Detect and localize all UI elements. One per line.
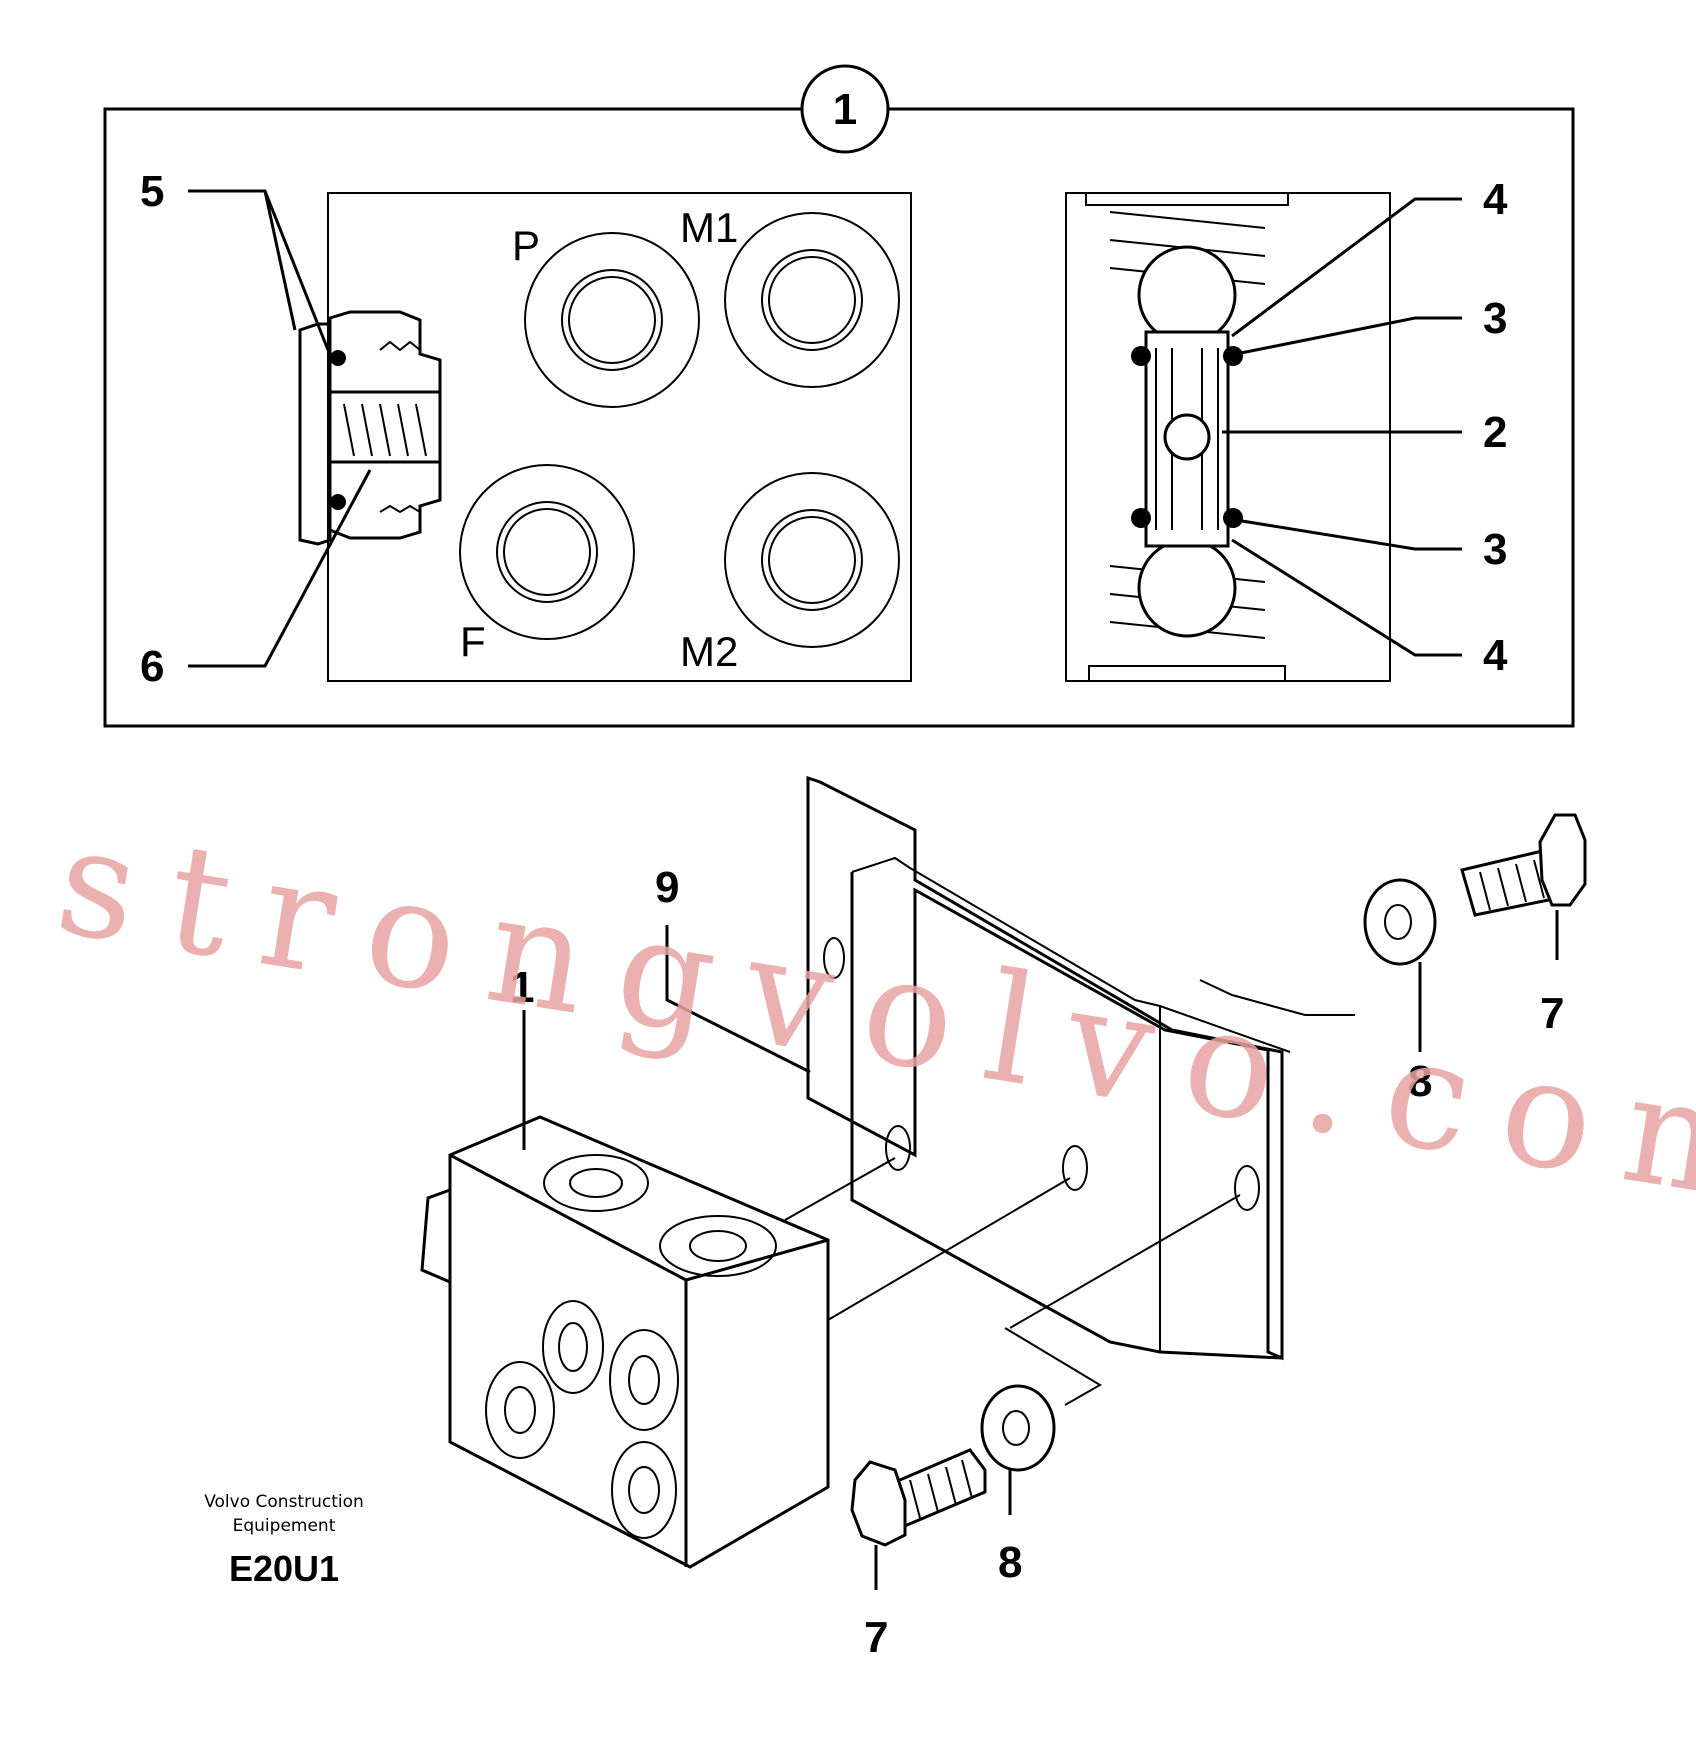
callout-5: 5 <box>140 167 164 216</box>
callout-8-upper: 8 <box>1408 1057 1432 1106</box>
callout-4-lower: 4 <box>1483 631 1508 680</box>
callout-9: 9 <box>655 863 679 912</box>
check-valve-cartridge <box>298 310 442 546</box>
credit-line-2: Equipement <box>233 1516 336 1536</box>
callout-1: 1 <box>510 963 534 1012</box>
port-m2 <box>724 472 900 648</box>
seal-ring-upper-left <box>1131 346 1151 366</box>
shuttle-valve-section <box>1065 192 1391 682</box>
port-label-m2: M2 <box>680 628 738 675</box>
port-p <box>524 232 700 408</box>
callout-3-lower: 3 <box>1483 525 1507 574</box>
port-f <box>459 464 635 640</box>
leader-4-upper <box>1231 197 1462 338</box>
valve-port-face: P M1 F M2 <box>327 192 912 682</box>
figure-code: E20U1 <box>229 1548 339 1589</box>
callout-2: 2 <box>1483 408 1507 457</box>
leader-9 <box>665 925 811 1074</box>
port-label-p: P <box>512 222 540 269</box>
block-top-port-2 <box>659 1215 777 1277</box>
block-side-port-1 <box>542 1300 604 1394</box>
upper-bolt <box>1460 813 1587 917</box>
seal-ring-upper-right <box>1223 346 1243 366</box>
seal-ring-lower-left <box>1131 508 1151 528</box>
seal-ring-lower-right <box>1223 508 1243 528</box>
valve-block <box>420 1115 830 1569</box>
leader-5 <box>188 189 330 351</box>
port-m1 <box>724 212 900 388</box>
shuttle-center-ball <box>1163 413 1211 461</box>
callout-3-upper: 3 <box>1483 294 1507 343</box>
leader-6 <box>188 469 372 668</box>
callout-6: 6 <box>140 642 164 691</box>
bracket-hole-3 <box>1234 1165 1260 1211</box>
callout-7-upper: 7 <box>1540 989 1564 1038</box>
callout-8-lower: 8 <box>998 1538 1022 1587</box>
credit-line-1: Volvo Construction <box>204 1492 364 1512</box>
detail-view: 1 <box>103 64 1575 728</box>
lower-bolt <box>850 1448 987 1547</box>
block-side-port-3 <box>485 1361 555 1459</box>
detail-badge-label: 1 <box>833 85 857 134</box>
bolt-line-3 <box>1009 1194 1241 1329</box>
leader-3-lower <box>1235 518 1462 551</box>
bolt-line-2 <box>827 1177 1071 1321</box>
o-ring-upper <box>330 350 346 366</box>
bracket-hole-top <box>823 937 845 979</box>
exploded-assembly: 9 1 7 8 8 7 <box>420 775 1587 1662</box>
mounting-bracket <box>806 775 1291 1361</box>
shuttle-ball-lower <box>1137 538 1237 638</box>
bolt-line-1 <box>784 1157 896 1221</box>
block-side-port-4 <box>611 1441 677 1539</box>
bracket-hole-2 <box>1062 1145 1088 1191</box>
shuttle-ball-upper <box>1137 245 1237 345</box>
leader-4-lower <box>1231 538 1462 657</box>
detail-badge-circle <box>800 64 890 154</box>
credit-block: Volvo Construction Equipement E20U1 <box>204 1492 364 1589</box>
block-side-port-2 <box>609 1329 679 1431</box>
upper-washer <box>1363 878 1437 966</box>
leader-3-upper <box>1235 316 1462 356</box>
bracket-hole-1 <box>885 1125 911 1171</box>
callout-4-upper: 4 <box>1483 175 1508 224</box>
port-label-m1: M1 <box>680 204 738 251</box>
port-label-f: F <box>460 618 486 665</box>
block-top-port-1 <box>543 1154 649 1212</box>
lower-washer <box>980 1384 1056 1472</box>
callout-7-lower: 7 <box>864 1613 888 1662</box>
o-ring-lower <box>330 494 346 510</box>
port-face-outline <box>327 192 912 682</box>
